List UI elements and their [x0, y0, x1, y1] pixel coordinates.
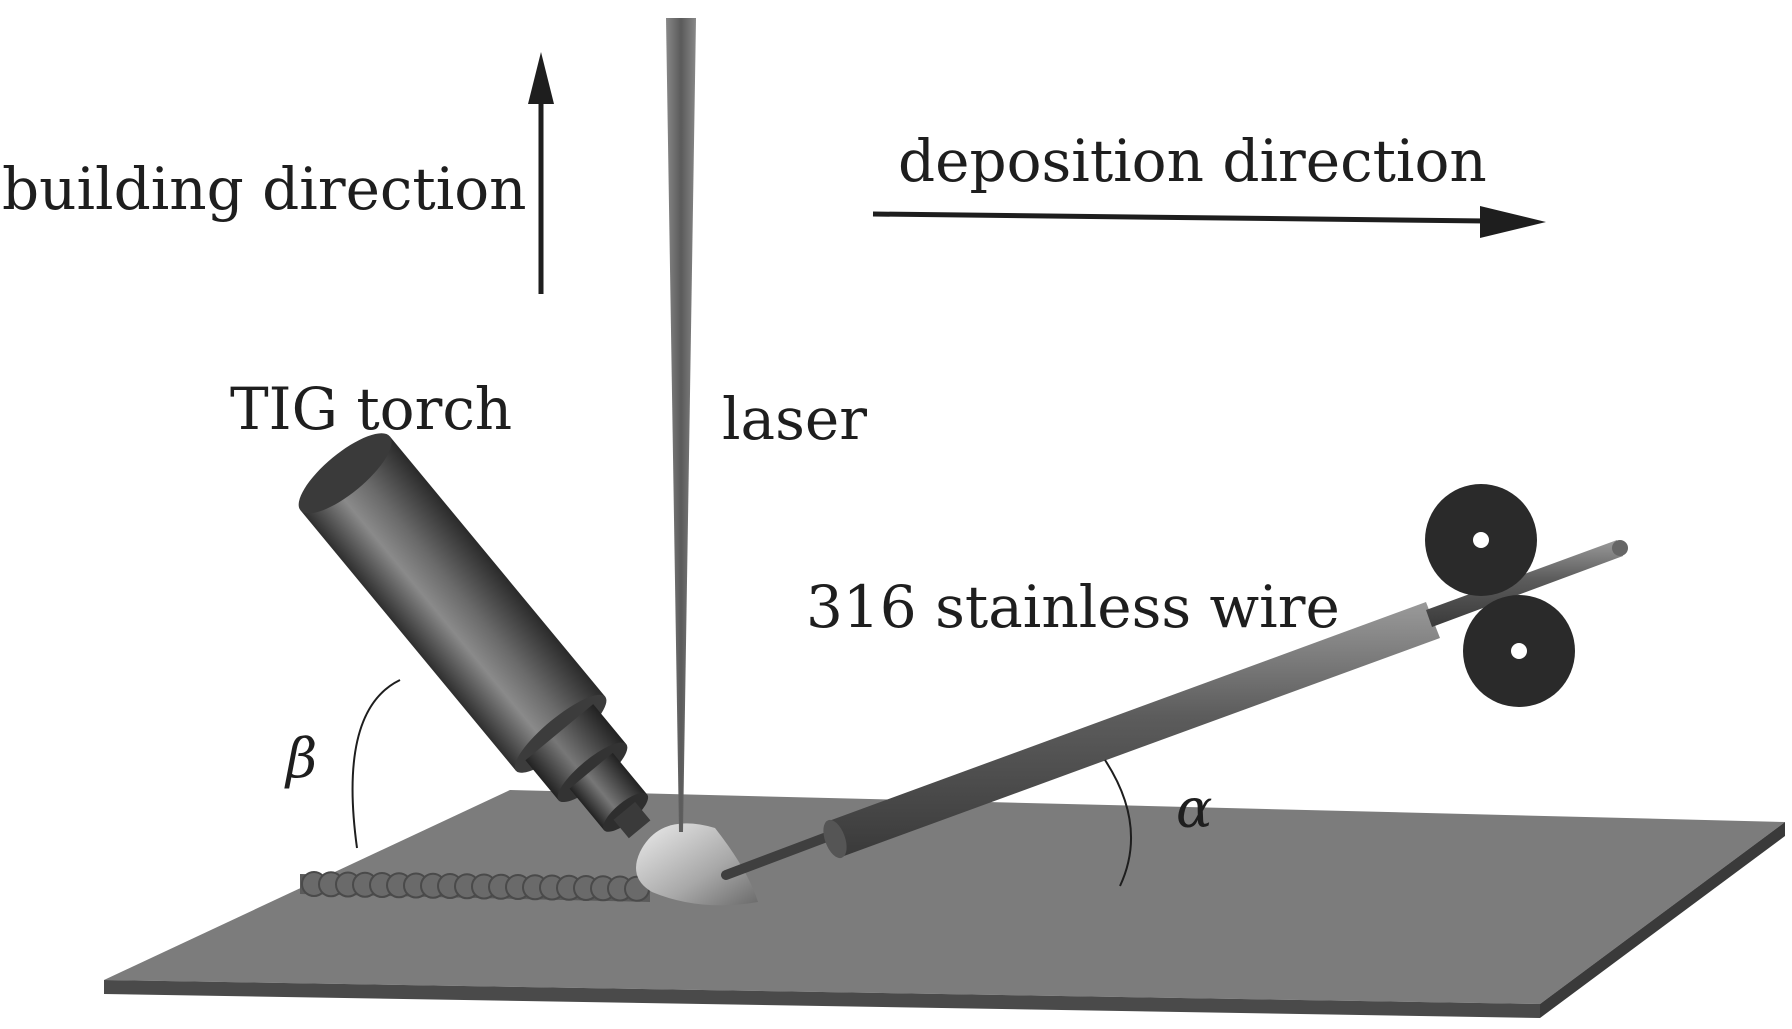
substrate-plate	[104, 790, 1785, 1018]
wire-tube-end	[1612, 540, 1628, 556]
wire-guide-tube	[1426, 540, 1623, 627]
torch-collar	[525, 704, 627, 801]
alpha-angle-label: α	[1176, 777, 1213, 840]
tig-torch	[298, 433, 651, 839]
torch-top-cap	[298, 433, 392, 514]
deposition-direction-arrow	[872, 206, 1546, 238]
melt-pool	[636, 823, 758, 906]
building-direction-label: building direction	[2, 155, 527, 223]
laser-label: laser	[722, 385, 867, 453]
plate-top-surface	[104, 790, 1785, 1004]
torch-body	[300, 436, 606, 771]
building-direction-arrow	[528, 52, 554, 294]
feed-roller-bottom	[1463, 595, 1575, 707]
wire-feeder	[721, 484, 1628, 880]
feed-roller-top	[1425, 484, 1537, 596]
filler-wire	[721, 827, 845, 880]
alpha-angle-arc	[1104, 759, 1133, 887]
beta-angle-label: β	[286, 727, 318, 790]
wire-nozzle	[826, 602, 1440, 856]
wire-label: 316 stainless wire	[806, 573, 1340, 641]
tig-torch-label: TIG torch	[230, 375, 513, 443]
deposited-bead	[300, 871, 650, 902]
torch-nozzle	[569, 752, 648, 831]
wire-nozzle-end	[823, 819, 847, 859]
plate-front-edge	[104, 980, 1540, 1018]
beta-angle-arc	[351, 679, 401, 849]
deposition-direction-label: deposition direction	[898, 127, 1487, 195]
torch-tip	[613, 801, 651, 839]
plate-side-edge	[1540, 822, 1785, 1018]
laser-beam	[666, 18, 696, 832]
